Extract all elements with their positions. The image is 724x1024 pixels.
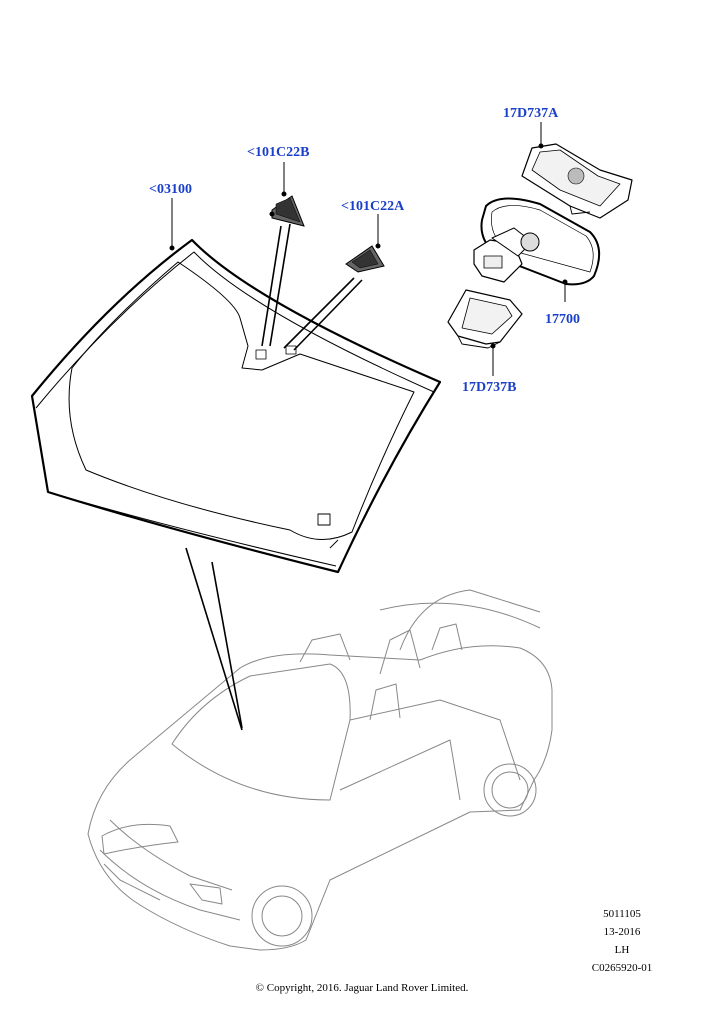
callout-mirror[interactable]: 17700 — [545, 312, 580, 327]
callout-windscreen[interactable]: <03100 — [149, 182, 192, 197]
callout-mirror-cover-lower[interactable]: 17D737B — [462, 380, 516, 395]
copyright-notice: © Copyright, 2016. Jaguar Land Rover Lim… — [255, 982, 469, 994]
leader-lines — [169, 122, 568, 731]
meta-ref: 5011105 — [603, 908, 641, 920]
callout-mirror-cover-upper[interactable]: 17D737A — [503, 106, 559, 121]
callout-sensor-cover-a[interactable]: <101C22A — [341, 199, 405, 214]
mirror-cover-upper[interactable] — [521, 143, 633, 219]
windscreen[interactable] — [30, 238, 442, 574]
sensor-cover-b[interactable] — [269, 195, 305, 227]
mirror-cover-lower[interactable] — [447, 289, 523, 349]
interior-mirror[interactable] — [473, 197, 601, 286]
meta-side: LH — [614, 944, 630, 956]
meta-date: 13-2016 — [603, 926, 641, 938]
vehicle-outline — [87, 589, 553, 951]
callout-sensor-cover-b[interactable]: <101C22B — [247, 145, 309, 160]
meta-code: C0265920-01 — [591, 962, 653, 974]
sensor-cover-a[interactable] — [345, 245, 385, 273]
